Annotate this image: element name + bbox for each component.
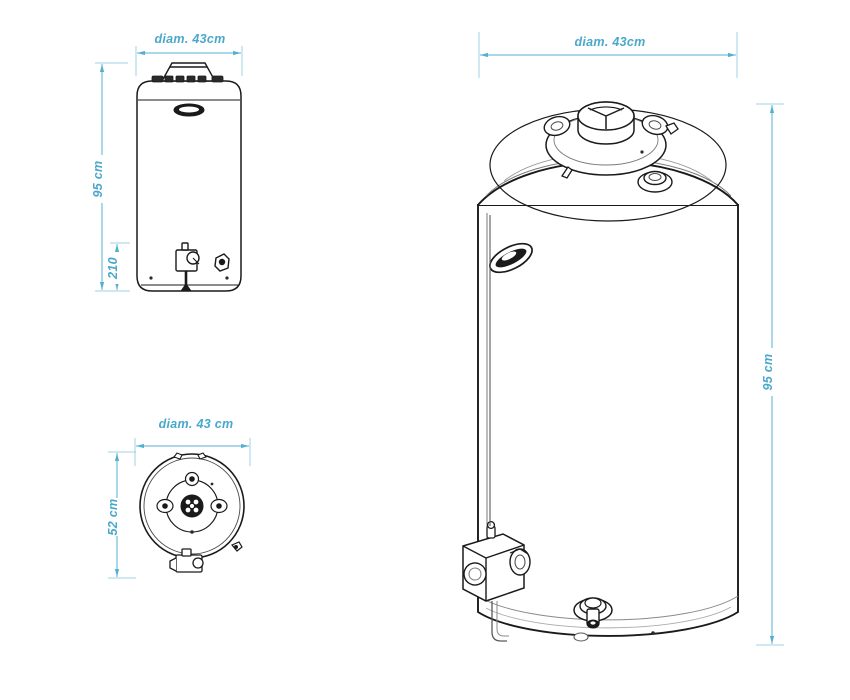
plan-lug-top — [184, 471, 200, 487]
iso-burner-tube — [491, 601, 507, 642]
plan-inner-rim — [143, 457, 241, 555]
dim-iso-height-label: 95 cm — [761, 354, 775, 391]
dim-iso-width-text-bg — [566, 33, 654, 49]
front-small-foot-left — [149, 276, 153, 280]
plan-lug-left — [156, 498, 174, 514]
dim-iso-width — [478, 32, 738, 78]
dim-iso-height — [756, 103, 784, 646]
dim-front-offset-label: 210 — [106, 257, 120, 280]
iso-flue-hood — [577, 101, 635, 145]
iso-gas-control-valve — [462, 520, 531, 602]
dim-plan-height — [108, 451, 136, 579]
iso-tank-body — [477, 161, 739, 637]
front-small-control-valve — [175, 242, 200, 272]
iso-clamp-tab-left — [561, 166, 573, 179]
view-front-small: diam. 43cm 95 cm 210 — [91, 31, 243, 292]
plan-rim-tabs — [173, 452, 207, 460]
plan-hub-dot-upper-right — [210, 482, 214, 486]
dim-iso-width-label: diam. 43cm — [574, 35, 645, 49]
dim-plan-width-label: diam. 43 cm — [159, 417, 234, 431]
iso-bottom-dot — [651, 631, 655, 635]
dim-front-width-text-bg — [148, 31, 232, 46]
plan-centre-rosette — [180, 494, 204, 518]
dim-plan-width-text-bg — [150, 415, 242, 431]
iso-valve-side-connector — [509, 548, 531, 576]
front-small-foot-right — [225, 276, 229, 280]
iso-burner-tube2 — [496, 601, 509, 637]
dim-front-height-text-bg — [94, 155, 110, 203]
dim-plan-height-text-bg — [109, 498, 125, 536]
view-plan-small: diam. 43 cm 52 cm — [106, 415, 251, 579]
dim-iso-height-text-bg — [764, 348, 780, 396]
iso-drain-valve — [573, 597, 613, 629]
dim-front-height-label: 95 cm — [91, 161, 105, 198]
dim-front-offset-text-bg — [109, 252, 125, 284]
iso-inspection-port — [637, 170, 673, 193]
dim-plan-height-label: 52 cm — [106, 499, 120, 536]
iso-bottom-rim-inner2 — [485, 606, 732, 629]
front-small-burner — [180, 283, 192, 292]
dim-front-width-label: diam. 43cm — [154, 32, 225, 46]
view-isometric-large: diam. 43cm 95 cm — [462, 32, 784, 646]
plan-lug-right — [210, 498, 228, 514]
front-small-tank — [136, 80, 242, 292]
front-small-cap-ribs — [151, 75, 224, 83]
dim-front-width — [135, 46, 243, 76]
iso-ring-dot — [640, 150, 644, 154]
front-small-badge — [173, 103, 205, 117]
front-small-drain-fitting — [214, 253, 230, 272]
iso-bottom-port — [573, 632, 589, 642]
iso-top-assembly — [543, 101, 679, 193]
plan-hub-dot-bottom — [190, 530, 194, 534]
iso-bottom-rim-inner — [477, 595, 739, 621]
iso-clamp-lug-left — [543, 115, 571, 137]
plan-control-valve — [169, 548, 204, 573]
dim-front-offset — [110, 242, 130, 292]
iso-clamp-tab-right — [665, 122, 679, 135]
plan-side-nipple — [231, 541, 243, 552]
